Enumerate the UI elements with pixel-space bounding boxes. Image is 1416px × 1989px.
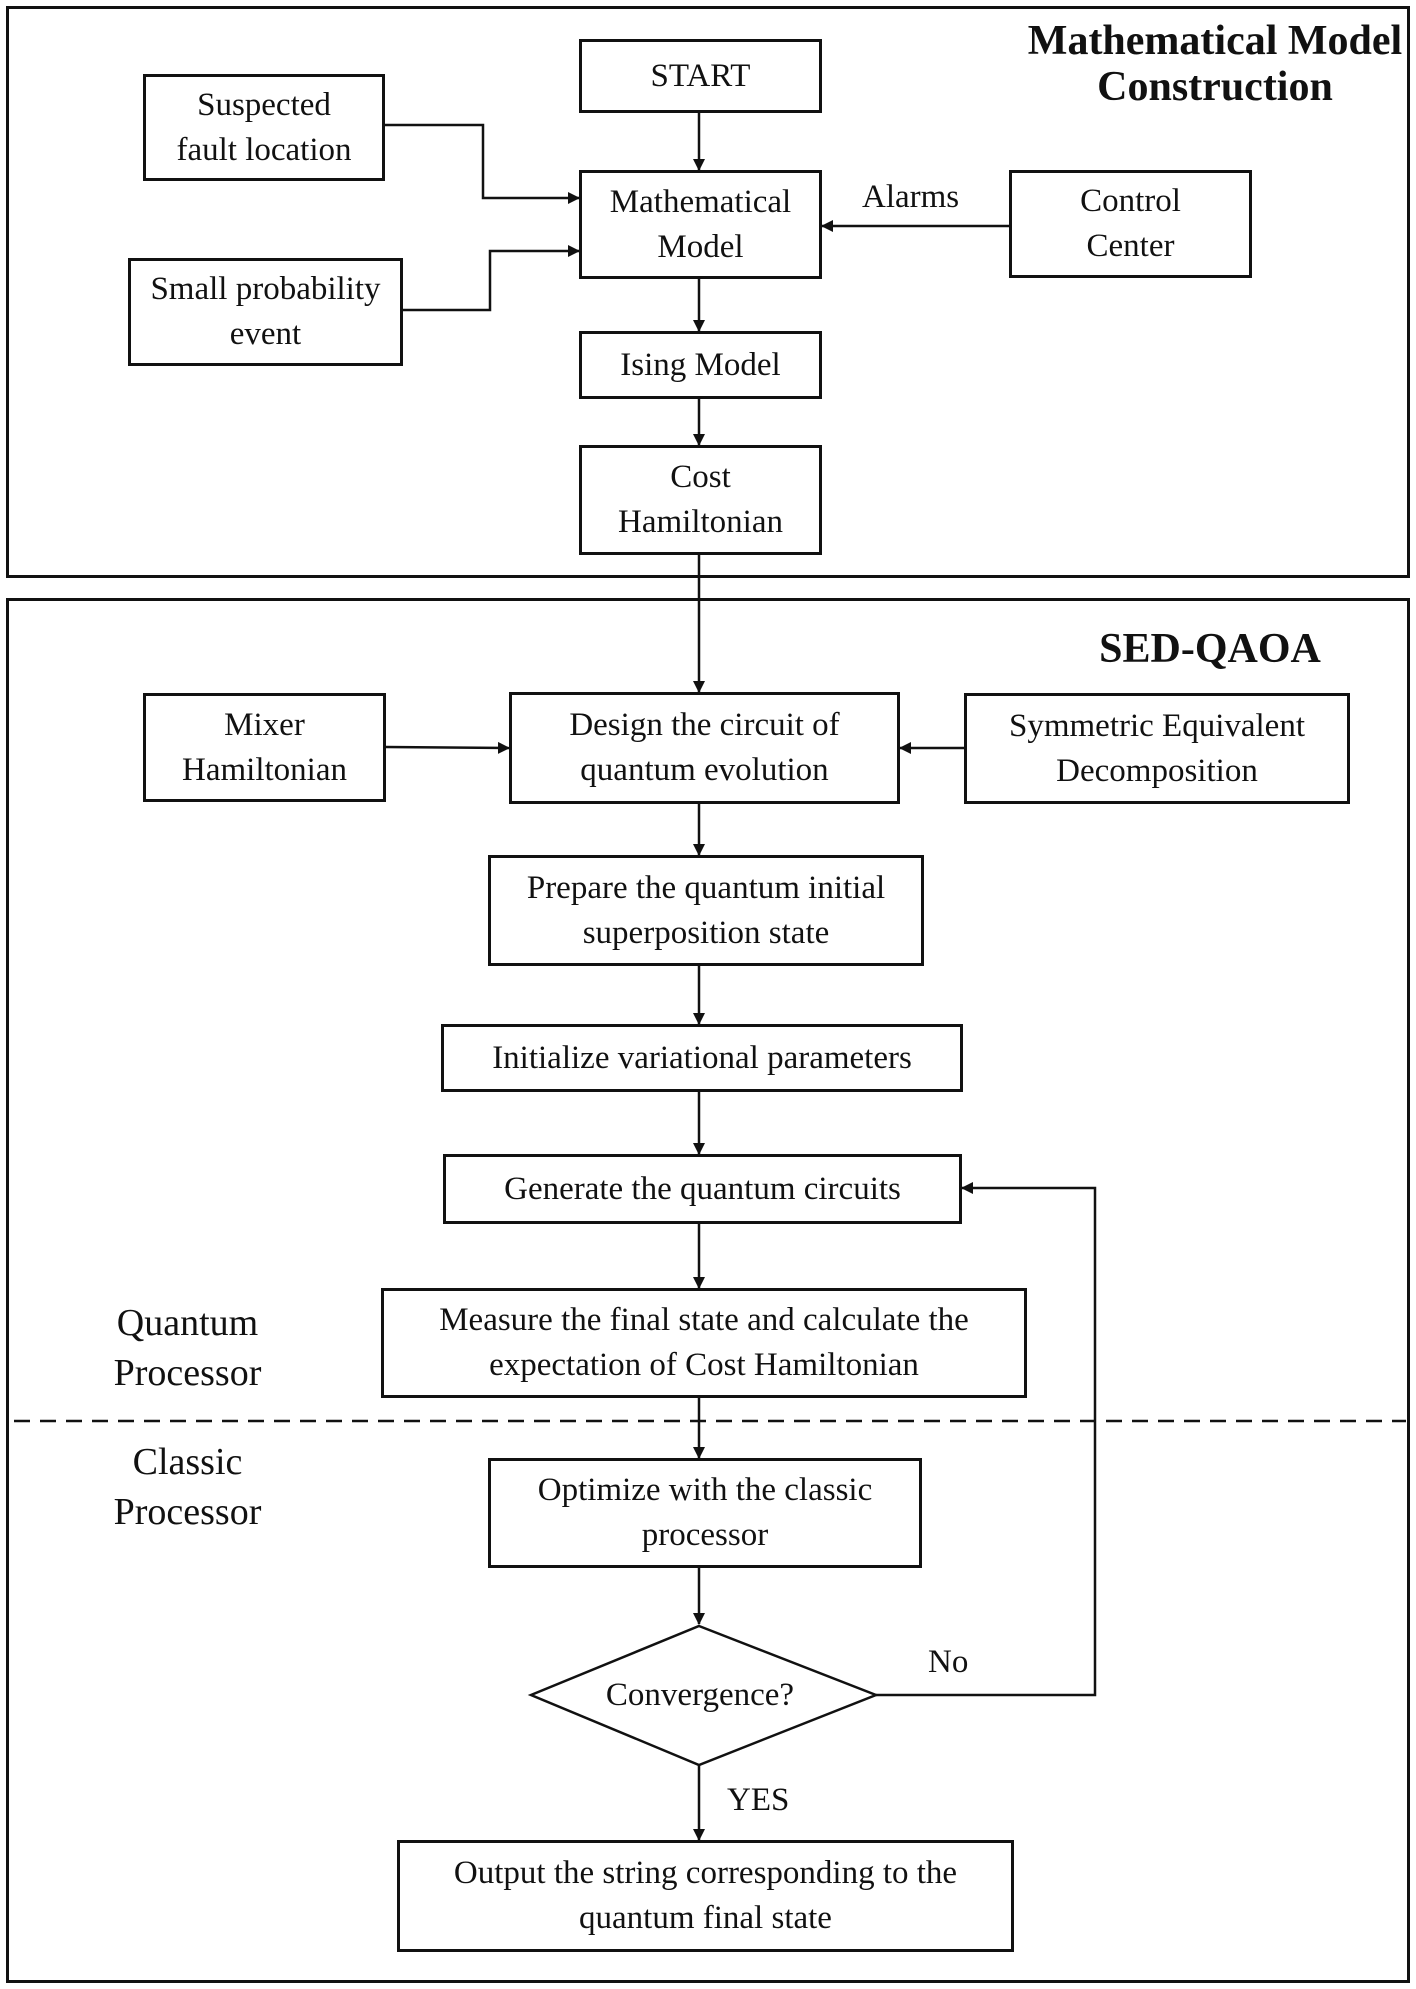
sed-qaoa-title: SED-QAOA <box>1099 626 1321 672</box>
initialize-parameters-node: Initialize variational parameters <box>441 1024 963 1092</box>
mixer-hamiltonian-node: Mixer Hamiltonian <box>143 693 386 802</box>
convergence-label: Convergence? <box>605 1677 795 1713</box>
suspected-fault-node: Suspected fault location <box>143 74 385 181</box>
ising-model-node: Ising Model <box>579 331 822 399</box>
alarms-edge-label: Alarms <box>862 179 960 215</box>
convergence-diamond <box>527 1624 880 1767</box>
model-construction-section <box>6 6 1410 578</box>
prepare-state-node: Prepare the quantum initial superpositio… <box>488 855 924 966</box>
design-circuit-node: Design the circuit of quantum evolution <box>509 692 900 804</box>
symmetric-decomposition-node: Symmetric Equivalent Decomposition <box>964 693 1350 804</box>
classic-processor-label: Classic Processor <box>113 1441 262 1533</box>
no-edge-label: No <box>928 1644 969 1680</box>
mathematical-model-node: Mathematical Model <box>579 170 822 279</box>
edge-mixer-to-design <box>385 741 510 754</box>
start-node: START <box>579 39 822 113</box>
measure-final-state-node: Measure the final state and calculate th… <box>381 1288 1027 1398</box>
quantum-processor-label: Quantum Processor <box>113 1302 262 1394</box>
edge-fault-to-model <box>385 123 580 204</box>
edge-smallprob-to-model <box>403 245 580 312</box>
generate-circuits-node: Generate the quantum circuits <box>443 1154 962 1224</box>
yes-edge-label: YES <box>727 1782 790 1818</box>
small-probability-node: Small probability event <box>128 258 403 366</box>
cost-hamiltonian-node: Cost Hamiltonian <box>579 445 822 555</box>
edge-convergence-no-loop <box>876 1182 1097 1697</box>
sed-qaoa-section <box>6 598 1410 1983</box>
optimize-classic-node: Optimize with the classic processor <box>488 1458 922 1568</box>
control-center-node: Control Center <box>1009 170 1252 278</box>
output-string-node: Output the string corresponding to the q… <box>397 1840 1014 1952</box>
model-construction-title: Mathematical Model Construction <box>1027 18 1403 110</box>
